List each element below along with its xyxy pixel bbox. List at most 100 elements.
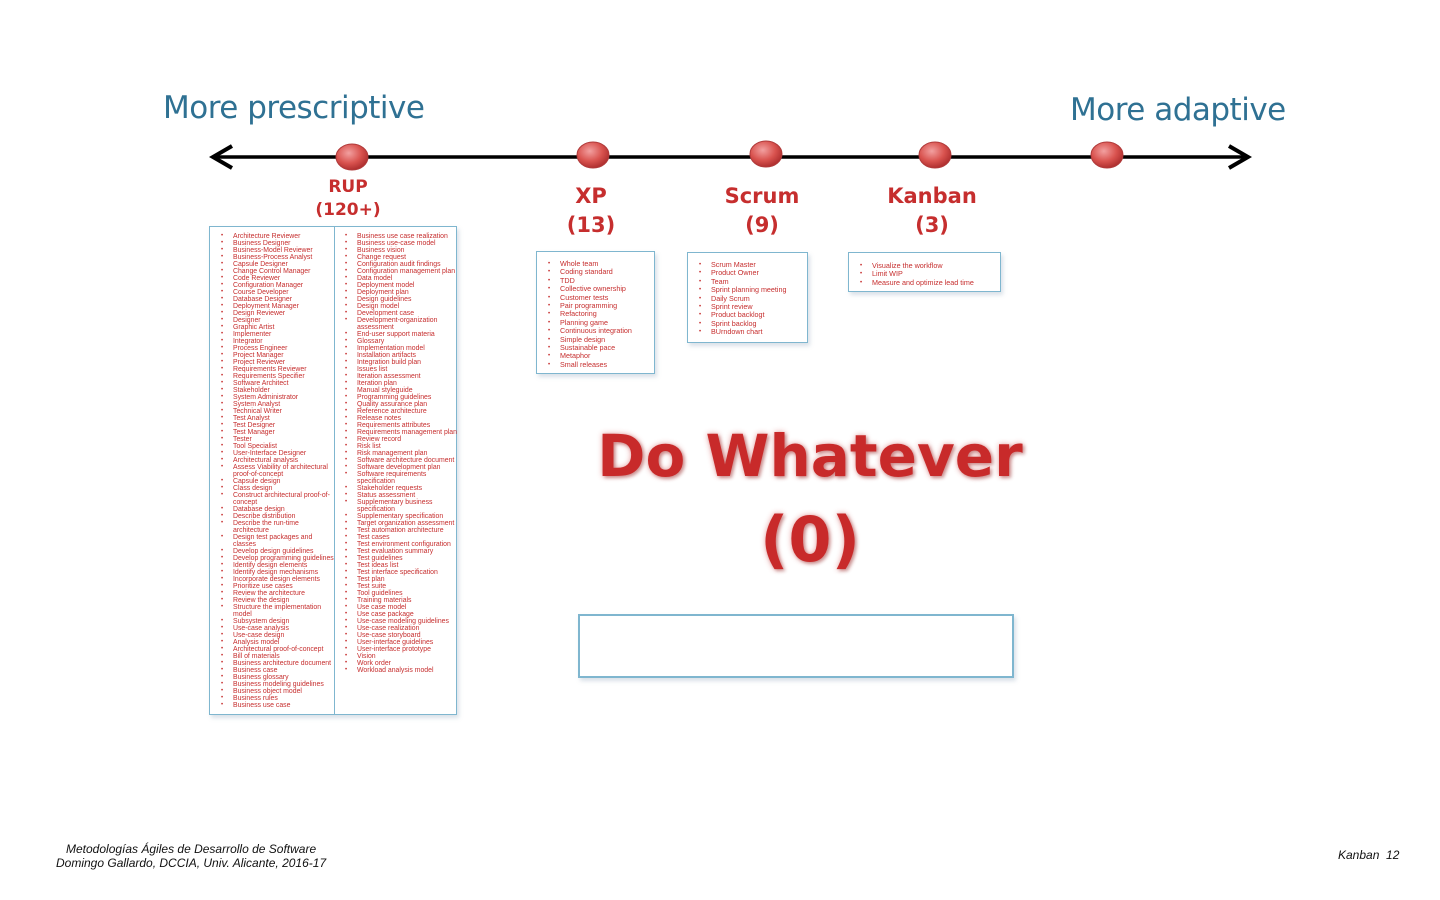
do-whatever-empty-box [578, 614, 1014, 678]
rup-practice-item: Course Developer [221, 289, 334, 296]
xp-practice-item: Metaphor [548, 352, 654, 362]
rup-practice-item: Business rules [221, 695, 334, 702]
footer-course-title: Metodologías Ágiles de Desarrollo de Sof… [66, 842, 317, 856]
rup-practice-item: User-interface guidelines [345, 639, 458, 646]
rup-practices-box: Architecture ReviewerBusiness DesignerBu… [209, 226, 457, 715]
rup-practice-item: Review the architecture [221, 590, 334, 597]
rup-practice-item: Configuration Manager [221, 282, 334, 289]
spectrum-axis [209, 140, 1252, 171]
rup-practice-item: Test suite [345, 583, 458, 590]
rup-practice-item: Test Designer [221, 422, 334, 429]
marker-do-whatever [1090, 141, 1124, 169]
rup-practice-item: Work order [345, 660, 458, 667]
rup-practice-item: Business Designer [221, 240, 334, 247]
rup-practice-item: Use-case storyboard [345, 632, 458, 639]
xp-practice-item: Small releases [548, 360, 654, 370]
rup-practice-item: Software architecture document [345, 457, 458, 464]
rup-practice-item: Develop programming guidelines [221, 555, 334, 562]
xp-practice-item: TDD [548, 276, 654, 286]
rup-practice-item: Business use case realization [345, 233, 458, 240]
marker-scrum [749, 140, 783, 168]
rup-practice-item: Data model [345, 275, 458, 282]
rup-practice-item: Deployment model [345, 282, 458, 289]
rup-practice-item: Construct architectural proof-of-concept [221, 492, 334, 506]
rup-practice-item: Use-case modeling guidelines [345, 618, 458, 625]
xp-practice-item: Continuous integration [548, 326, 654, 336]
marker-kanban [918, 141, 952, 169]
rup-practice-item: Tool guidelines [345, 590, 458, 597]
scrum-practice-item: Sprint planning meeting [699, 285, 807, 295]
rup-practice-item: Implementation model [345, 345, 458, 352]
rup-practice-item: Use-case design [221, 632, 334, 639]
method-xp-label: XP (13) [546, 182, 636, 241]
rup-practice-item: Architectural analysis [221, 457, 334, 464]
rup-practice-item: Target organization assessment [345, 520, 458, 527]
rup-practice-item: System Administrator [221, 394, 334, 401]
heading-more-adaptive: More adaptive [1070, 92, 1286, 128]
rup-practice-item: Deployment Manager [221, 303, 334, 310]
rup-practice-item: End-user support materia [345, 331, 458, 338]
rup-practice-item: Architectural proof-of-concept [221, 646, 334, 653]
rup-practice-item: Iteration plan [345, 380, 458, 387]
rup-practice-item: Test Analyst [221, 415, 334, 422]
rup-practice-item: Test Manager [221, 429, 334, 436]
rup-practice-item: Training materials [345, 597, 458, 604]
rup-practice-item: Change Control Manager [221, 268, 334, 275]
scrum-practice-item: BUrndown chart [699, 327, 807, 337]
rup-column-1: Architecture ReviewerBusiness DesignerBu… [210, 227, 335, 714]
method-kanban-label: Kanban (3) [877, 182, 987, 241]
kanban-list: Visualize the workflowLimit WIPMeasure a… [849, 261, 1000, 288]
rup-practice-item: Business use case [221, 702, 334, 709]
scrum-practice-item: Scrum Master [699, 260, 807, 270]
scrum-practice-item: Team [699, 277, 807, 287]
method-scrum-count: (9) [745, 213, 779, 238]
rup-practice-item: Stakeholder requests [345, 485, 458, 492]
rup-practice-item: Test evaluation summary [345, 548, 458, 555]
do-whatever-count: (0) [760, 503, 860, 576]
rup-practice-item: Programming guidelines [345, 394, 458, 401]
xp-practice-item: Whole team [548, 259, 654, 269]
rup-practice-item: Database Designer [221, 296, 334, 303]
method-rup-name: RUP [328, 177, 368, 197]
rup-practice-item: Designer [221, 317, 334, 324]
rup-practice-item: Business-Process Analyst [221, 254, 334, 261]
footer-page-label: Kanban 12 [1338, 848, 1399, 862]
scrum-practice-item: Daily Scrum [699, 294, 807, 304]
rup-practice-item: Business use-case model [345, 240, 458, 247]
heading-more-prescriptive: More prescriptive [163, 90, 425, 126]
rup-practice-item: Bill of materials [221, 653, 334, 660]
arrow-right-icon [1227, 144, 1252, 170]
xp-practice-item: Collective ownership [548, 284, 654, 294]
rup-practice-item: Requirements Reviewer [221, 366, 334, 373]
rup-practice-item: Design test packages and classes [221, 534, 334, 548]
rup-practice-item: Glossary [345, 338, 458, 345]
rup-practice-item: Stakeholder [221, 387, 334, 394]
method-kanban-name: Kanban [887, 184, 977, 208]
rup-practice-item: User-interface prototype [345, 646, 458, 653]
rup-practice-item: Database design [221, 506, 334, 513]
rup-practice-item: Test plan [345, 576, 458, 583]
rup-practice-item: Assess Viability of architectural proof-… [221, 464, 334, 478]
rup-practice-item: Iteration assessment [345, 373, 458, 380]
rup-practice-item: Incorporate design elements [221, 576, 334, 583]
rup-list-1: Architecture ReviewerBusiness DesignerBu… [210, 233, 334, 709]
kanban-practice-item: Measure and optimize lead time [860, 278, 1000, 288]
rup-practice-item: Reference architecture [345, 408, 458, 415]
rup-practice-item: Issues list [345, 366, 458, 373]
rup-practice-item: Requirements management plan [345, 429, 458, 436]
rup-practice-item: Status assessment [345, 492, 458, 499]
rup-practice-item: Identify design mechanisms [221, 569, 334, 576]
rup-practice-item: Process Engineer [221, 345, 334, 352]
rup-practice-item: Business modeling guidelines [221, 681, 334, 688]
xp-practice-item: Sustainable pace [548, 343, 654, 353]
rup-column-2: Business use case realizationBusiness us… [334, 227, 458, 714]
rup-practice-item: Use case model [345, 604, 458, 611]
scrum-list: Scrum MasterProduct OwnerTeamSprint plan… [688, 260, 807, 337]
footer-topic: Kanban [1338, 848, 1380, 862]
rup-practice-item: Quality assurance plan [345, 401, 458, 408]
rup-practice-item: Identify design elements [221, 562, 334, 569]
rup-practice-item: Use case package [345, 611, 458, 618]
footer-author: Domingo Gallardo, DCCIA, Univ. Alicante,… [56, 856, 327, 870]
rup-practice-item: Development-organization assessment [345, 317, 458, 331]
scrum-practices-box: Scrum MasterProduct OwnerTeamSprint plan… [687, 252, 808, 343]
